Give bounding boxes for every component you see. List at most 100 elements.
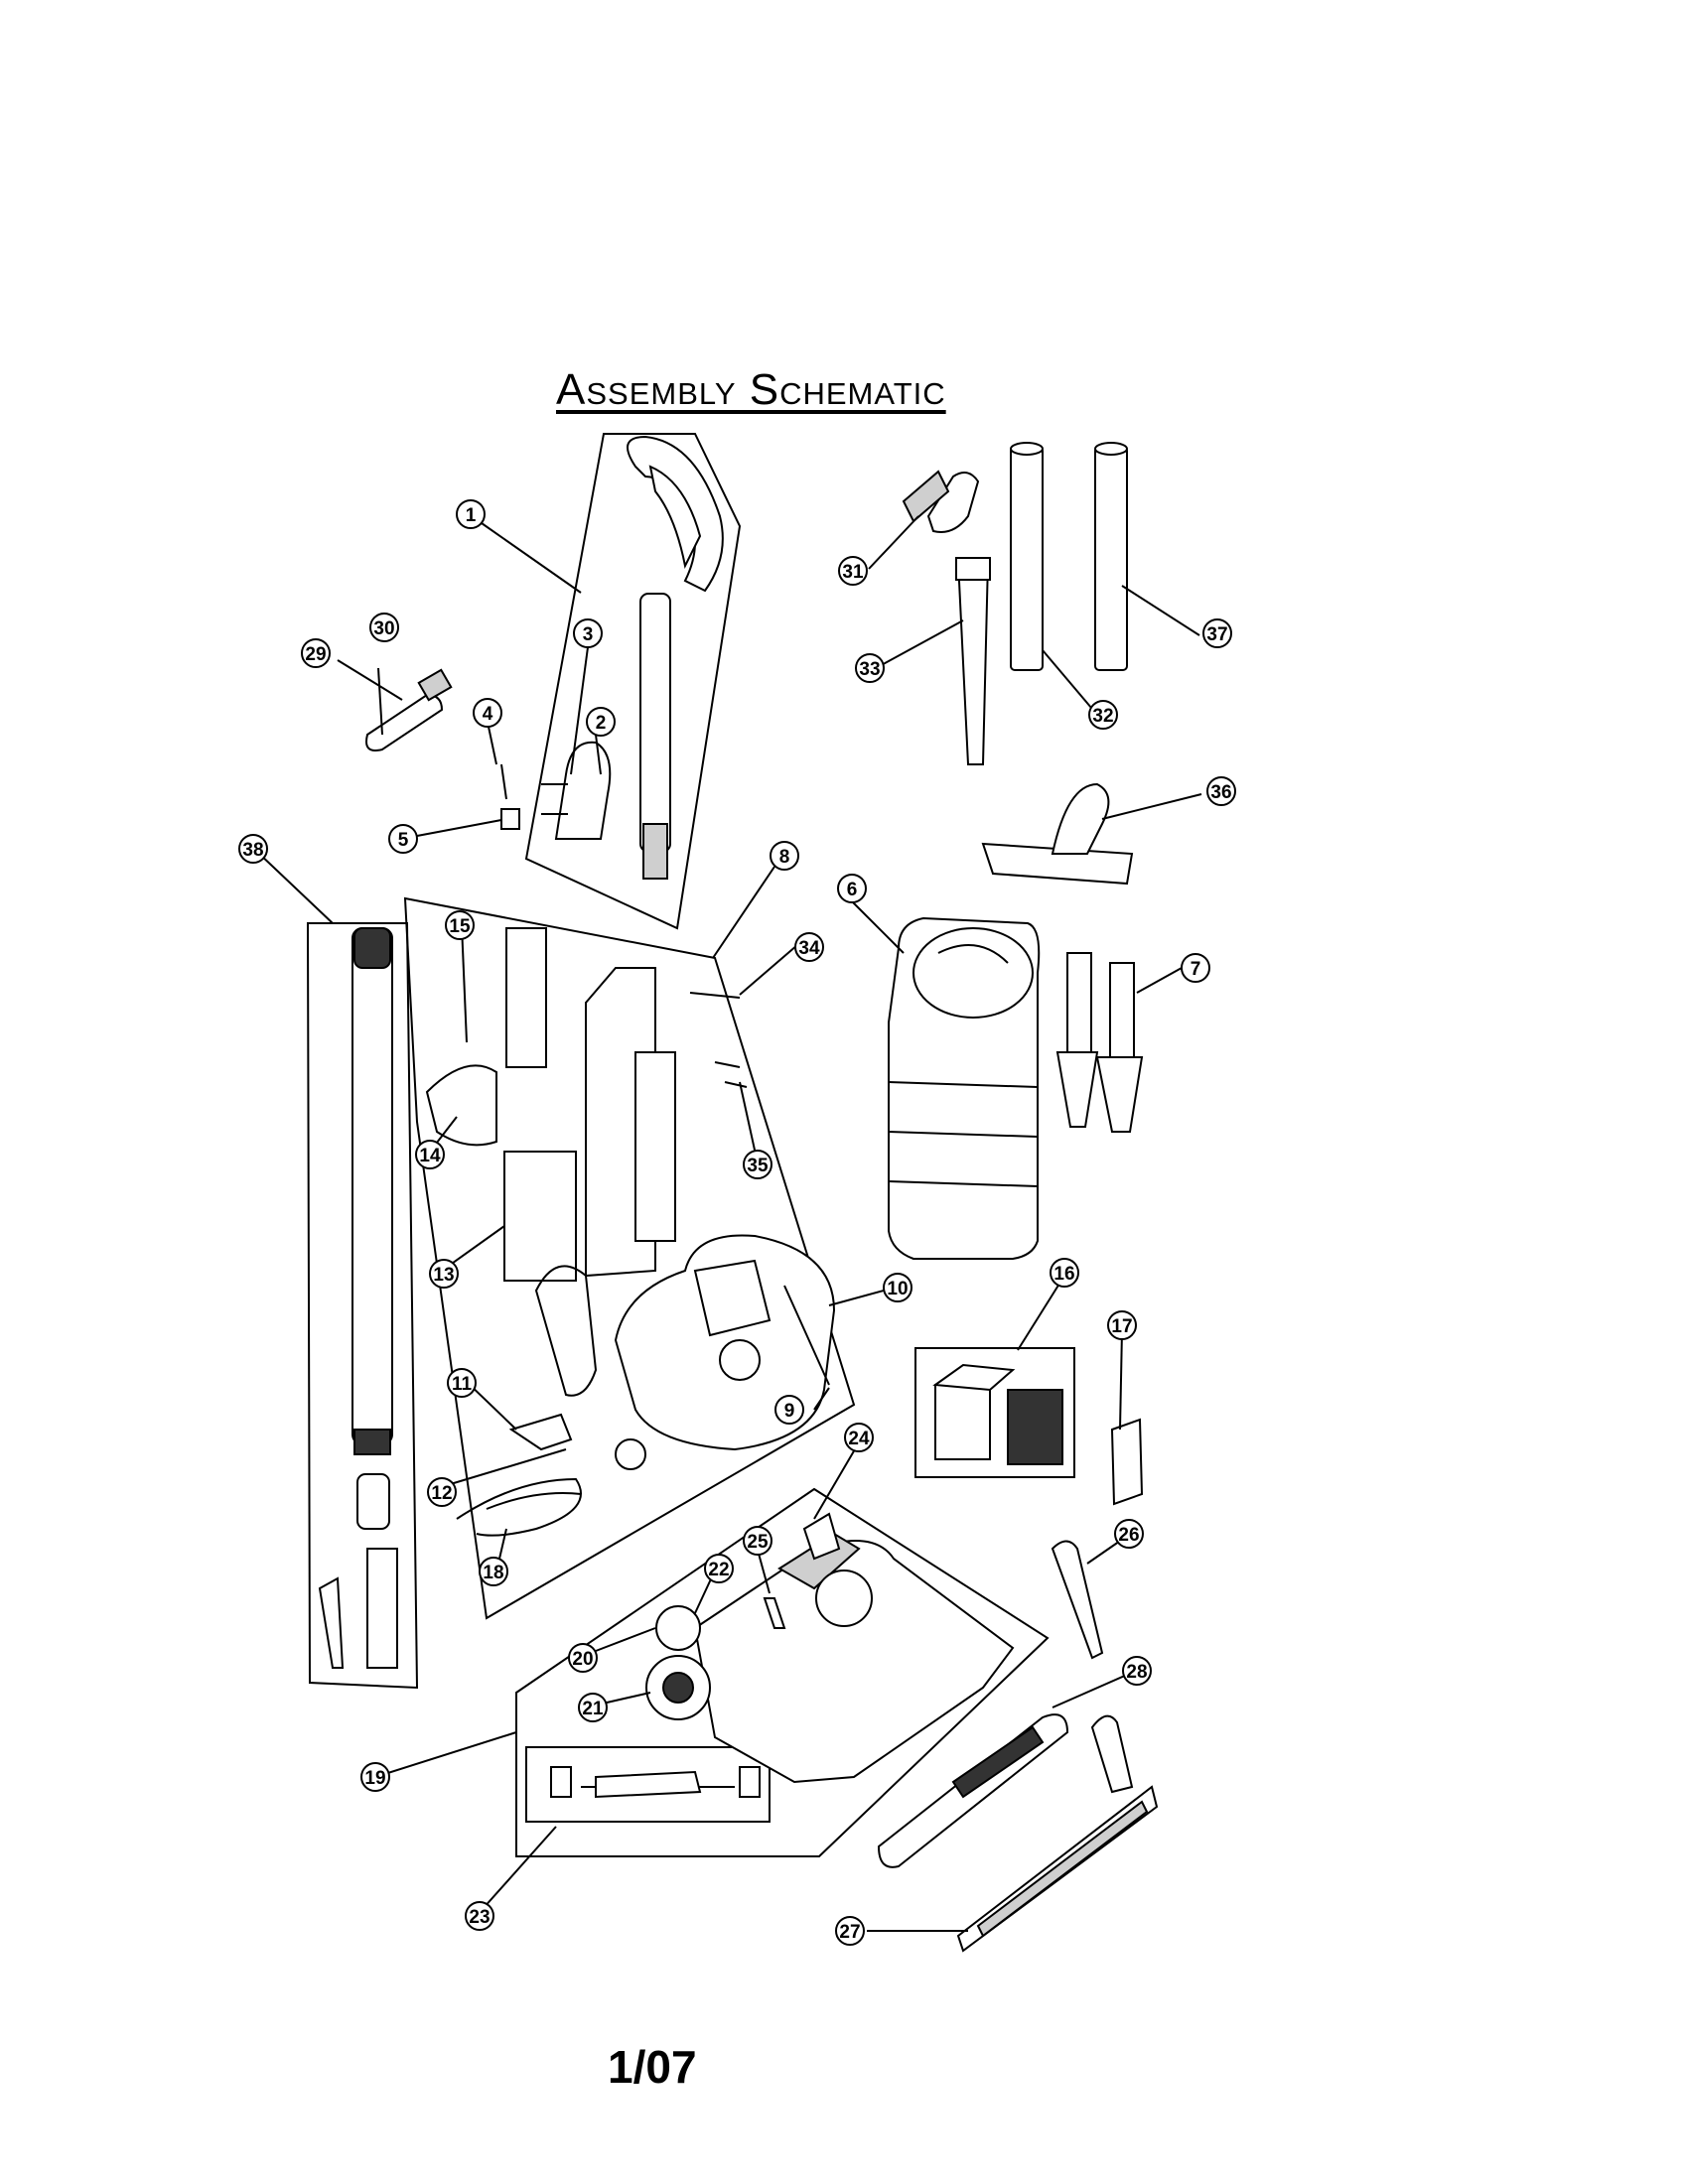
callout-label: 31 [842, 562, 864, 583]
callout-11: 11 [447, 1368, 477, 1398]
callout-27: 27 [835, 1916, 865, 1946]
callout-label: 25 [747, 1532, 769, 1553]
exhaust-filter-pad-part [1110, 1418, 1144, 1506]
diagram-title: Assembly Schematic [556, 365, 946, 414]
callout-4: 4 [473, 698, 502, 728]
callout-3: 3 [573, 618, 603, 648]
callout-5: 5 [388, 824, 418, 854]
extension-wand-37-part [1094, 442, 1128, 671]
callout-22: 22 [704, 1554, 734, 1583]
bottom-plate-part [956, 1714, 1159, 1953]
agitator-group-outline [525, 1746, 771, 1823]
callout-label: 23 [469, 1907, 490, 1928]
pedal-part [1051, 1540, 1104, 1660]
callout-8: 8 [770, 841, 799, 871]
release-rod-part [783, 1285, 830, 1386]
callout-31: 31 [838, 556, 868, 586]
callout-label: 16 [1053, 1264, 1074, 1285]
callout-label: 10 [887, 1279, 908, 1299]
agitator-assembly-part [550, 1766, 761, 1799]
callout-7: 7 [1181, 953, 1210, 983]
callout-32: 32 [1088, 700, 1118, 730]
callout-36: 36 [1206, 776, 1236, 806]
callout-label: 27 [839, 1922, 860, 1943]
callout-21: 21 [578, 1693, 608, 1722]
brushroll-part [877, 1713, 1069, 1868]
callout-label: 35 [747, 1156, 769, 1176]
callout-label: 18 [483, 1563, 503, 1583]
callout-label: 20 [572, 1649, 593, 1670]
callout-37: 37 [1202, 618, 1232, 648]
callout-label: 26 [1118, 1525, 1139, 1546]
pin-part [689, 992, 741, 999]
callout-label: 34 [798, 938, 820, 959]
screw-part [500, 763, 520, 830]
cord-hook-part [541, 741, 612, 840]
callout-label: 19 [364, 1768, 385, 1789]
callout-14: 14 [415, 1140, 445, 1169]
callout-29: 29 [301, 638, 331, 668]
hose-group-outline [306, 922, 419, 1690]
base-housing-part [693, 1532, 1015, 1784]
callout-label: 33 [859, 659, 880, 680]
callout-circles: 1 2 3 4 5 6 7 8 9 10 11 12 13 14 15 16 1… [238, 499, 1236, 1946]
callout-34: 34 [794, 932, 824, 962]
callout-38: 38 [238, 834, 268, 864]
callout-35: 35 [743, 1150, 772, 1179]
handle-grip-part [627, 435, 724, 593]
main-body-part [585, 967, 836, 1470]
callout-28: 28 [1122, 1656, 1152, 1686]
callout-label: 3 [583, 624, 594, 645]
callout-6: 6 [837, 874, 867, 903]
callout-26: 26 [1114, 1519, 1144, 1549]
callout-label: 38 [242, 840, 263, 861]
callout-label: 2 [596, 713, 607, 734]
callout-24: 24 [844, 1423, 874, 1452]
callout-2: 2 [586, 707, 616, 737]
power-cord-part [456, 1477, 582, 1537]
page-date-footer: 1/07 [608, 2041, 697, 2093]
callout-label: 21 [582, 1699, 604, 1719]
handle-group-outline [524, 433, 742, 930]
callout-23: 23 [465, 1901, 494, 1931]
belt-part [763, 1597, 786, 1629]
callout-label: 15 [449, 916, 471, 937]
callout-label: 36 [1210, 782, 1231, 803]
callout-label: 8 [779, 847, 790, 868]
callout-label: 32 [1092, 706, 1113, 727]
callout-label: 5 [398, 830, 409, 851]
callout-label: 22 [708, 1560, 729, 1580]
callout-13: 13 [429, 1259, 459, 1289]
callout-label: 28 [1126, 1662, 1147, 1683]
hose-body-part [534, 1265, 598, 1397]
hose-part [318, 927, 398, 1669]
callout-33: 33 [855, 653, 885, 683]
filter-group-outline [914, 1347, 1075, 1478]
callout-label: 29 [305, 644, 326, 665]
callout-12: 12 [427, 1477, 457, 1507]
upholstery-tool-part [981, 782, 1134, 886]
dusting-brush-part [902, 470, 980, 533]
wheel-rear-part [645, 1655, 711, 1720]
callout-20: 20 [568, 1643, 598, 1673]
callout-10: 10 [883, 1273, 912, 1302]
base-group-outline [515, 1487, 1050, 1857]
spring-clip-part [714, 1061, 748, 1088]
callout-label: 7 [1191, 959, 1201, 980]
callout-label: 12 [431, 1483, 452, 1504]
callout-label: 1 [466, 505, 477, 526]
cord-wrap-part [425, 927, 547, 1147]
filter-pair-part [1055, 952, 1144, 1133]
callout-1: 1 [456, 499, 486, 529]
crevice-tool-part [955, 557, 991, 765]
latch-part [508, 1413, 573, 1451]
callout-30: 30 [369, 613, 399, 642]
callout-label: 17 [1111, 1316, 1132, 1337]
callout-label: 4 [483, 704, 493, 725]
callout-16: 16 [1050, 1258, 1079, 1288]
callout-label: 9 [784, 1401, 795, 1422]
callout-17: 17 [1107, 1310, 1137, 1340]
callout-label: 24 [848, 1429, 870, 1449]
callout-label: 6 [847, 880, 858, 900]
